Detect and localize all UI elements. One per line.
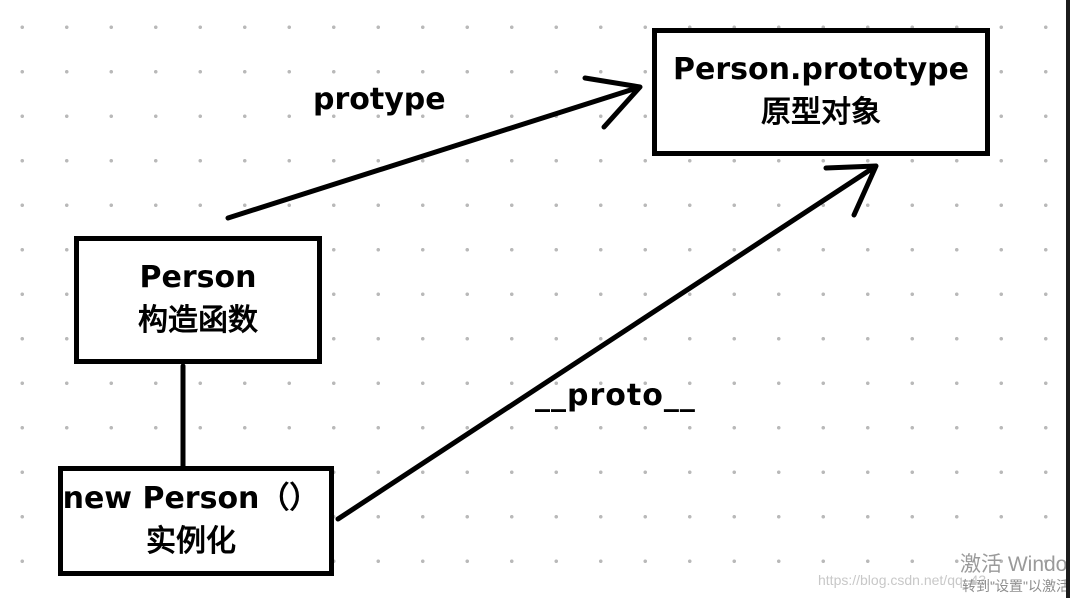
proto-arrow-label: __proto__ (535, 378, 696, 413)
prototype-object-box: Person.prototype 原型对象 (652, 28, 990, 156)
watermark-activate-windows: 激活 Windo (960, 553, 1068, 576)
instance-box: new Person（） 实例化 (58, 466, 334, 576)
constructor-box-subtitle: 构造函数 (138, 303, 258, 338)
watermark-settings-hint: 转到"设置"以激活 (962, 578, 1070, 594)
constructor-box-title: Person (139, 260, 257, 296)
constructor-box: Person 构造函数 (74, 236, 322, 364)
prototype-arrow-label: protype (313, 82, 446, 117)
right-edge-border (1066, 0, 1070, 598)
prototype-box-subtitle: 原型对象 (761, 95, 881, 130)
prototype-box-title: Person.prototype (673, 52, 969, 88)
watermark-url: https://blog.csdn.net/qq_43... (818, 572, 998, 588)
proto-arrow (335, 163, 879, 522)
instance-box-subtitle: 实例化 (146, 524, 236, 559)
prototype-arrow (225, 75, 643, 221)
instance-box-title: new Person（） (62, 481, 320, 517)
